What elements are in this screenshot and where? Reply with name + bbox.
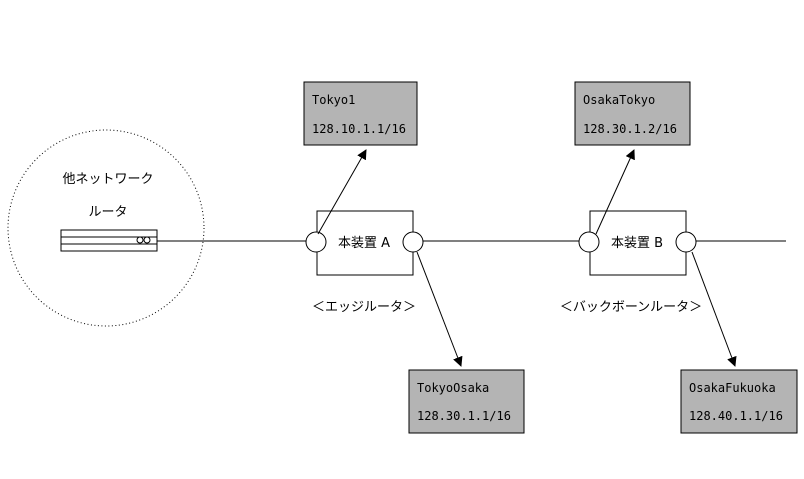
external-router-label: ルータ	[88, 205, 127, 220]
interface-box-tokyo1: Tokyo1 128.10.1.1/16	[303, 81, 418, 146]
device-b-port-right	[675, 231, 697, 253]
interface-box-osakafukuoka: OsakaFukuoka 128.40.1.1/16	[680, 369, 798, 434]
interface-name: OsakaTokyo	[583, 93, 655, 107]
device-b-label: 本装置 B	[611, 236, 663, 251]
device-a-label: 本装置 A	[338, 236, 390, 251]
interface-address: 128.10.1.1/16	[312, 122, 406, 136]
arrow-tokyo1	[317, 149, 367, 235]
interface-box-osakatokyo: OsakaTokyo 128.30.1.2/16	[574, 81, 691, 146]
arrow-osakatokyo	[595, 149, 635, 235]
interface-name: Tokyo1	[312, 93, 355, 107]
device-a-caption: ＜エッジルータ＞	[312, 300, 416, 315]
device-a-port-left	[305, 231, 327, 253]
device-b-port-left	[578, 231, 600, 253]
external-network-circle	[7, 129, 205, 327]
external-network-label: 他ネットワーク	[62, 172, 153, 187]
interface-address: 128.40.1.1/16	[689, 409, 783, 423]
external-router-icon	[60, 229, 158, 252]
interface-name: TokyoOsaka	[417, 381, 489, 395]
arrow-tokyoosaka	[416, 251, 463, 367]
device-a-port-right	[402, 231, 424, 253]
interface-box-tokyoosaka: TokyoOsaka 128.30.1.1/16	[408, 369, 525, 434]
interface-address: 128.30.1.2/16	[583, 122, 677, 136]
interface-name: OsakaFukuoka	[689, 381, 776, 395]
device-a-box	[316, 210, 414, 276]
device-b-caption: ＜バックボーンルータ＞	[560, 300, 702, 315]
interface-address: 128.30.1.1/16	[417, 409, 511, 423]
arrow-osakafukuoka	[691, 251, 737, 367]
